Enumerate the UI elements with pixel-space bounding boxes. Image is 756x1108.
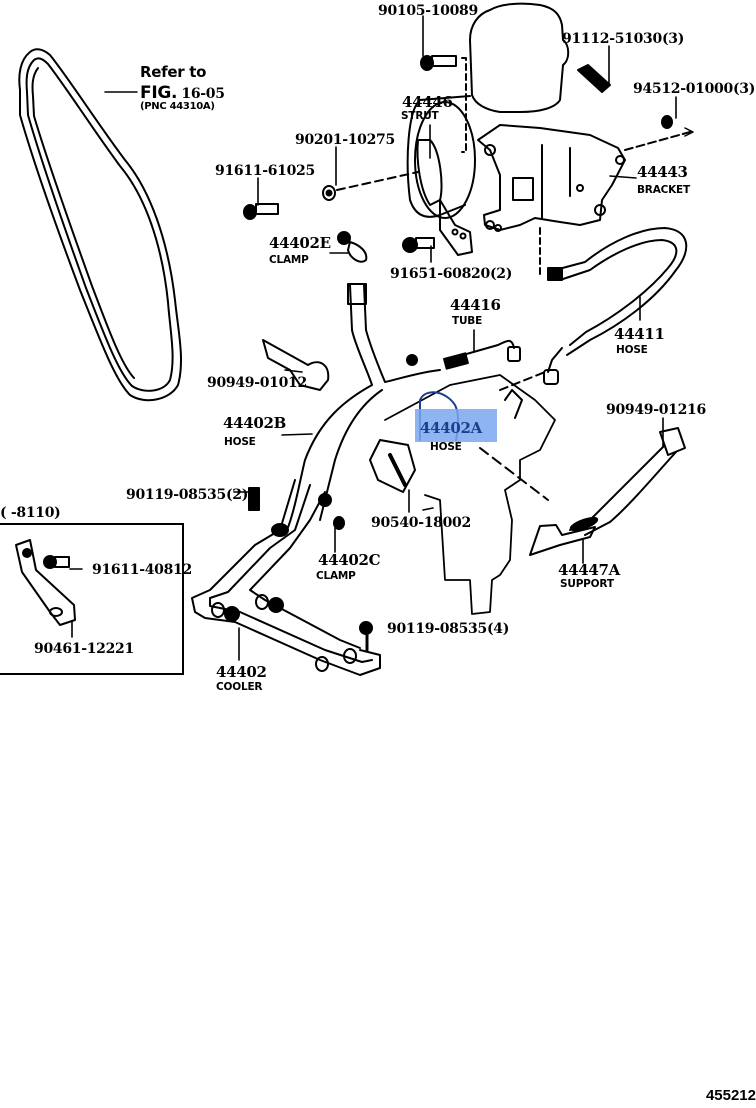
part-label-90461-12221[interactable]: 90461-12221 (34, 641, 134, 657)
hose-44402B (286, 283, 441, 531)
part-label-90540-18002[interactable]: 90540-18002 (371, 515, 471, 531)
part-label-44443[interactable]: 44443 (637, 163, 688, 181)
part-name-tube: TUBE (452, 315, 483, 327)
bolt-91611-61025 (243, 203, 279, 220)
part-name-support: SUPPORT (560, 578, 614, 590)
part-label-44402[interactable]: 44402 (216, 663, 267, 681)
inset-box (0, 523, 184, 675)
pump-reservoir (406, 2, 570, 219)
part-label-44411[interactable]: 44411 (614, 325, 665, 343)
part-label-90105-10089[interactable]: 90105-10089 (378, 3, 478, 19)
part-label-91611-40812[interactable]: 91611-40812 (92, 562, 192, 578)
part-number: 90119-08535 (126, 487, 226, 503)
part-label-44416[interactable]: 44416 (450, 296, 501, 314)
part-label-44402A[interactable]: 44402A (420, 419, 483, 437)
bracket-90949-01012 (262, 339, 330, 391)
fig-prefix: FIG. (140, 83, 178, 103)
part-label-94512-01000[interactable]: 94512-01000(3) (633, 82, 755, 96)
part-label-90949-01012[interactable]: 90949-01012 (207, 375, 307, 391)
part-label-44402B[interactable]: 44402B (223, 414, 287, 432)
part-qty: (4) (486, 621, 510, 637)
part-number: 90119-08535 (387, 621, 487, 637)
fig-number: 16-05 (181, 86, 225, 102)
leader-lines (233, 15, 677, 661)
clamp-44402E (337, 231, 368, 263)
inset-bolt-91611-40812 (43, 555, 83, 570)
part-label-44402C[interactable]: 44402C (318, 551, 381, 569)
clip-90540-18002 (369, 439, 416, 493)
bolt-90119-08535-4 (359, 621, 373, 652)
drive-belt (18, 48, 183, 402)
part-name-strut: STRUT (401, 110, 439, 122)
part-label-90201-10275[interactable]: 90201-10275 (295, 132, 395, 148)
bolt-90105-10089 (420, 55, 457, 71)
bolt-91651-60820 (402, 237, 435, 253)
part-name-bracket: BRACKET (637, 184, 690, 196)
support-44447A (529, 516, 599, 556)
part-qty: (2) (489, 266, 513, 282)
part-label-91611-61025[interactable]: 91611-61025 (215, 163, 315, 179)
bolt-90119-08535-2 (248, 487, 260, 511)
figure-code: 455212 (705, 1087, 756, 1104)
part-name-clamp-c: CLAMP (316, 570, 356, 582)
part-name-hose-44402B: HOSE (224, 436, 256, 448)
part-highlight-44402A (415, 409, 497, 442)
part-label-90949-01216[interactable]: 90949-01216 (606, 402, 706, 418)
inset-bracket-90461-12221 (15, 539, 76, 638)
cooler-44402 (191, 479, 381, 676)
bracket-44443 (477, 124, 626, 232)
part-name-hose-44411: HOSE (616, 344, 648, 356)
part-name-cooler: COOLER (216, 681, 263, 693)
part-qty: (3) (661, 31, 685, 47)
part-number: 91112-51030 (562, 31, 662, 47)
belt-pnc: (PNC 44310A) (140, 101, 215, 112)
part-label-44446[interactable]: 44446 (402, 93, 453, 111)
bolt-91112-51030 (577, 64, 611, 93)
steering-gear (384, 374, 556, 615)
nut-90201-10275 (322, 185, 336, 201)
part-label-44402E[interactable]: 44402E (269, 234, 331, 252)
belt-refer-to: Refer to (140, 63, 207, 81)
part-name-hose-44402A: HOSE (430, 441, 462, 453)
clamp-44402C (318, 493, 345, 530)
part-qty: (2) (225, 487, 249, 503)
part-qty: (3) (732, 81, 756, 97)
part-label-44447A[interactable]: 44447A (558, 561, 621, 579)
belt-fig-link[interactable]: FIG. 16-05 (140, 85, 225, 102)
part-number: 94512-01000 (633, 81, 733, 97)
hose-44411 (543, 227, 688, 385)
part-number: 91651-60820 (390, 266, 490, 282)
nut-94512-01000 (661, 115, 673, 129)
part-name-clamp-e: CLAMP (269, 254, 309, 266)
part-label-90119-08535-4[interactable]: 90119-08535(4) (387, 622, 509, 636)
strut-44446 (416, 139, 473, 256)
part-label-90119-08535-2[interactable]: 90119-08535(2) (126, 488, 248, 502)
tube-44416 (443, 339, 521, 370)
part-label-91651-60820[interactable]: 91651-60820(2) (390, 267, 512, 281)
inset-range-label: ( -8110) (0, 505, 61, 521)
part-label-91112-51030[interactable]: 91112-51030(3) (562, 32, 684, 46)
